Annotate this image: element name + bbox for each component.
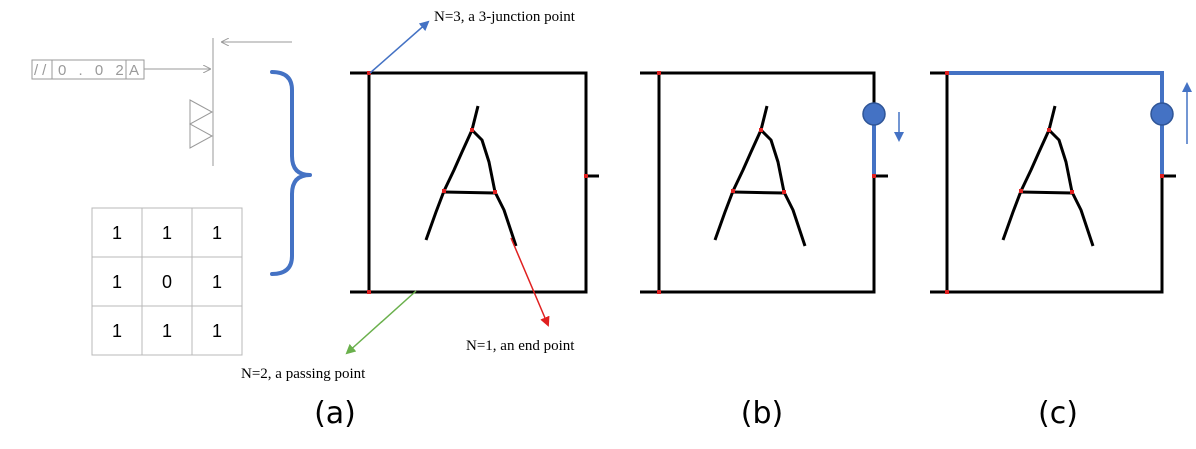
junction-point — [657, 71, 661, 75]
border-outline — [640, 176, 876, 294]
kernel-cell: 1 — [112, 223, 122, 243]
letter-a-left-stroke — [424, 105, 480, 241]
end-point-annotation-arrow — [510, 237, 550, 327]
junction-point — [442, 189, 446, 193]
junction-point — [367, 290, 371, 294]
border-outline — [930, 176, 1164, 294]
junction-point — [1019, 189, 1023, 193]
letter-a-crossbar — [1020, 190, 1073, 195]
traced-path-highlight — [947, 71, 1164, 176]
junction-annotation-arrow — [369, 20, 430, 74]
curly-brace — [270, 70, 312, 276]
letter-a-right-stroke — [470, 128, 518, 247]
tracer-ball — [1150, 102, 1174, 126]
letter-a-crossbar — [732, 190, 785, 195]
junction-point — [945, 71, 949, 75]
kernel-cell: 1 — [112, 272, 122, 292]
gdt-parallelism-symbol: // — [34, 62, 50, 79]
kernel-cell: 1 — [212, 272, 222, 292]
junction-point — [1047, 128, 1051, 132]
junction-point — [1070, 190, 1074, 194]
kernel-border — [91, 207, 243, 356]
gdt-frame: // 0 . 0 2 A — [31, 59, 145, 80]
panel-b-drawing — [640, 71, 904, 294]
gdt-tolerance-value: 0 . 0 2 — [58, 62, 128, 79]
junction-point — [657, 290, 661, 294]
panel-c-label: (c) — [1038, 396, 1078, 431]
panel-a-drawing — [350, 71, 599, 294]
passing-point-annotation: N=2, a passing point — [241, 366, 366, 382]
kernel-cell: 1 — [112, 321, 122, 341]
datum-triangle-symbol — [188, 99, 214, 149]
junction-point — [759, 128, 763, 132]
junction-annotation: N=3, a 3-junction point — [434, 9, 576, 25]
junction-point — [872, 174, 876, 178]
border-outline — [350, 71, 588, 294]
border-outline — [640, 71, 876, 112]
kernel-cell: 1 — [162, 321, 172, 341]
junction-point — [1160, 174, 1164, 178]
kernel-cell: 1 — [212, 321, 222, 341]
passing-point-annotation-arrow — [345, 290, 417, 355]
end-point-annotation: N=1, an end point — [466, 338, 575, 354]
junction-point — [470, 128, 474, 132]
junction-point — [731, 189, 735, 193]
junction-point — [493, 190, 497, 194]
panel-b-label: (b) — [741, 396, 783, 431]
junction-point — [945, 290, 949, 294]
kernel-cell: 1 — [162, 223, 172, 243]
letter-a-right-stroke — [1047, 128, 1095, 247]
engineering-drawing: // 0 . 0 2 A — [31, 38, 292, 166]
junction-point — [782, 190, 786, 194]
tracer-ball — [862, 102, 886, 126]
neighborhood-kernel: 1 1 1 1 0 1 1 1 1 — [91, 207, 243, 356]
panel-c-drawing — [930, 71, 1192, 294]
junction-point — [584, 174, 588, 178]
gdt-datum-reference: A — [129, 62, 143, 79]
letter-a-left-stroke — [1001, 105, 1057, 241]
panel-a-label: (a) — [314, 396, 356, 431]
kernel-center-cell: 0 — [162, 272, 172, 292]
kernel-cell: 1 — [212, 223, 222, 243]
letter-a-left-stroke — [713, 105, 769, 241]
junction-point — [367, 71, 371, 75]
letter-a-right-stroke — [759, 128, 807, 247]
letter-a-crossbar — [443, 190, 496, 195]
